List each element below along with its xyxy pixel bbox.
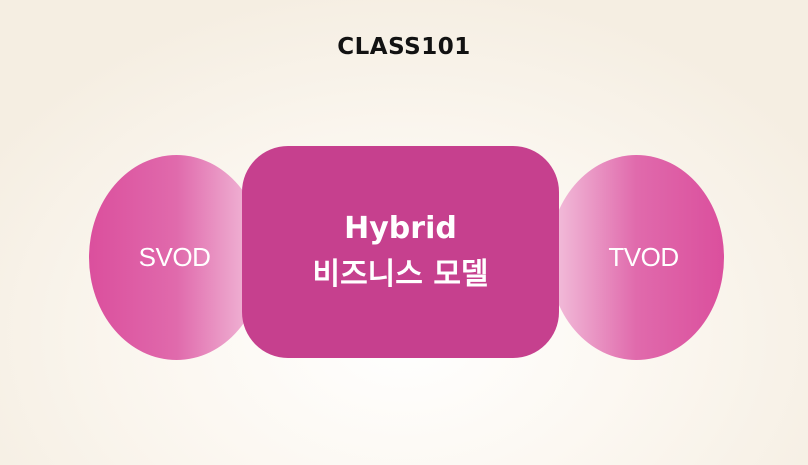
hybrid-business-model-box: Hybrid 비즈니스 모델: [242, 146, 559, 358]
tvod-circle: TVOD: [549, 155, 724, 360]
class101-logo: CLASS101: [337, 34, 471, 60]
svod-circle: SVOD: [89, 155, 264, 360]
hybrid-title: Hybrid: [344, 211, 457, 246]
business-model-title: 비즈니스 모델: [312, 257, 489, 292]
svod-label: SVOD: [138, 242, 211, 272]
tvod-label: TVOD: [608, 242, 679, 272]
